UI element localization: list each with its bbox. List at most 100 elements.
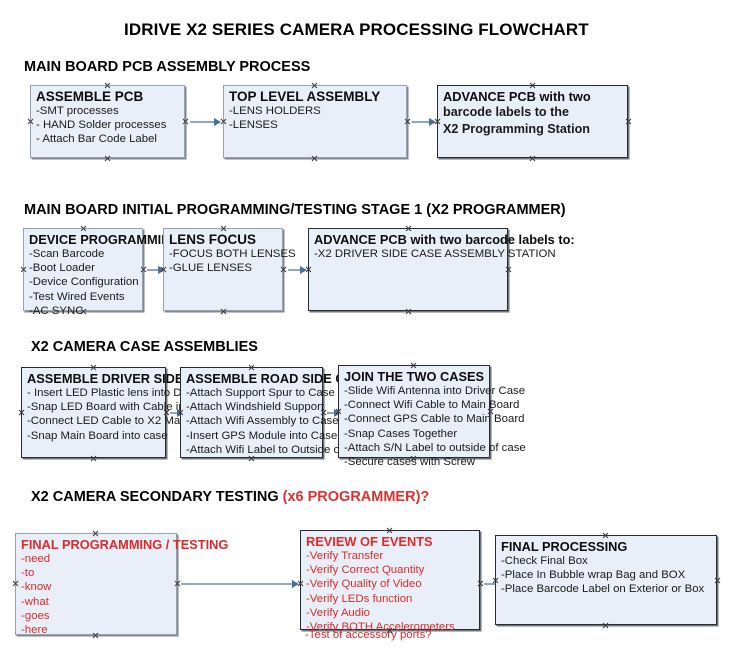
list-item: -Attach Wifi Label to Outside of Case — [186, 443, 373, 456]
list-item: -goes — [21, 609, 50, 622]
arrow-head-icon — [300, 265, 307, 274]
list-item: -GLUE LENSES — [169, 262, 252, 275]
list-item: -Secure cases with Screw — [344, 456, 476, 469]
connector-line — [170, 412, 179, 414]
list-item: -LENS HOLDERS — [229, 105, 321, 117]
section-heading-main-board-pcb-assembly: MAIN BOARD PCB ASSEMBLY PROCESS — [24, 59, 310, 75]
section-heading-suffix: (x6 PROGRAMMER)? — [282, 489, 430, 505]
list-item: -Verify Quality of Video — [306, 578, 422, 591]
list-item: -Test Wired Events — [29, 290, 125, 303]
flow-box-items: - Insert LED Plastic lens into Driver Ca… — [27, 386, 234, 443]
list-item: -Scan Barcode — [29, 248, 105, 260]
flow-box-advance-pcb-to-driver-side-case[interactable]: ADVANCE PCB with two barcode labels to: … — [308, 228, 575, 311]
flow-box-header: ADVANCE PCB with two — [443, 89, 591, 104]
page-title: IDRIVE X2 SERIES CAMERA PROCESSING FLOWC… — [124, 20, 589, 39]
flow-box-header: DEVICE PROGRAMMING — [29, 232, 181, 247]
flow-box-items: -X2 DRIVER SIDE CASE ASSEMBLY STATION — [314, 247, 556, 261]
flow-box-items: -Scan Barcode -Boot Loader -Device Confi… — [29, 247, 139, 318]
connector-line — [412, 121, 430, 123]
list-item: -Insert GPS Module into Case — [186, 429, 338, 442]
list-item: - Insert LED Plastic lens into Driver Ca… — [27, 387, 234, 399]
list-item: -Connect Wifi Cable to Main Board — [344, 399, 520, 412]
list-item: -Boot Loader — [29, 262, 95, 275]
connector-line — [288, 269, 302, 271]
connector-line — [327, 412, 337, 414]
list-item: -Device Configuration — [29, 276, 139, 289]
list-item: -Check Final Box — [501, 555, 588, 567]
list-item: -Attach Support Spur to Case — [186, 387, 335, 399]
list-item: -here — [21, 624, 48, 637]
flow-box-header: REVIEW OF EVENTS — [306, 534, 433, 549]
flow-box-items: -Verify Transfer -Verify Correct Quantit… — [306, 549, 475, 634]
flow-box-items: -need -to -know -what -goes -here — [21, 552, 172, 637]
flow-box-top-level-assembly[interactable]: TOP LEVEL ASSEMBLY -LENS HOLDERS -LENSES — [223, 85, 407, 158]
list-item: -Verify Correct Quantity — [306, 564, 425, 577]
list-item: -Snap LED Board with Cable into Case — [27, 401, 224, 414]
section-heading-text: X2 CAMERA CASE ASSEMBLIES — [31, 339, 258, 355]
arrow-head-icon — [334, 408, 341, 417]
flow-box-assemble-pcb[interactable]: ASSEMBLE PCB -SMT processes - HAND Solde… — [30, 85, 185, 158]
list-item: -Verify BOTH Accelerometers — [306, 621, 455, 634]
section-heading-main-board-initial-programming: MAIN BOARD INITIAL PROGRAMMING/TESTING S… — [24, 202, 566, 218]
flow-box-review-of-events[interactable]: REVIEW OF EVENTS -Verify Transfer -Verif… — [300, 530, 480, 633]
flow-box-assemble-road-side-case[interactable]: ASSEMBLE ROAD SIDE CASE -Attach Support … — [180, 367, 373, 458]
flow-box-header: FINAL PROCESSING — [501, 539, 628, 554]
section-heading-text: X2 CAMERA SECONDARY TESTING — [31, 489, 283, 505]
arrow-head-icon — [429, 117, 436, 126]
flow-box-items: -SMT processes - HAND Solder processes -… — [36, 104, 180, 147]
list-item: - Attach Bar Code Label — [36, 133, 157, 146]
list-item: -Place In Bubble wrap Bag and BOX — [501, 569, 686, 582]
connector-line — [181, 583, 294, 585]
connector-line — [190, 121, 216, 123]
list-item: -SMT processes — [36, 105, 119, 117]
flow-box-final-processing[interactable]: FINAL PROCESSING -Check Final Box -Place… — [495, 535, 717, 625]
section-heading-text: MAIN BOARD PCB ASSEMBLY PROCESS — [24, 59, 311, 75]
list-item: -Connect GPS Cable to Main Board — [344, 413, 525, 426]
arrow-head-icon — [292, 579, 299, 588]
flow-box-items: -Slide Wifi Antenna into Driver Case -Co… — [344, 384, 526, 469]
list-item: -know — [21, 581, 52, 594]
flow-box-device-programming[interactable]: DEVICE PROGRAMMING -Scan Barcode -Boot L… — [23, 228, 181, 317]
list-item: -need — [21, 553, 51, 565]
flow-box-items: -LENS HOLDERS -LENSES — [229, 104, 402, 132]
flow-box-header: ASSEMBLE ROAD SIDE CASE — [186, 371, 371, 386]
flow-box-header: FINAL PROGRAMMING / TESTING — [21, 537, 229, 552]
flow-box-header: LENS FOCUS — [169, 232, 257, 247]
flow-box-lens-focus[interactable]: LENS FOCUS -FOCUS BOTH LENSES -GLUE LENS… — [163, 228, 296, 311]
list-item: -Attach Wifi Assembly to Case — [186, 415, 339, 428]
list-item: barcode labels to the — [443, 105, 569, 119]
list-item: -Verify LEDs function — [306, 592, 413, 605]
flow-box-assemble-driver-side-case[interactable]: ASSEMBLE DRIVER SIDE CASE - Insert LED P… — [21, 367, 234, 458]
flow-box-items: -Attach Support Spur to Case -Attach Win… — [186, 386, 373, 457]
list-item: X2 Programming Station — [443, 121, 590, 136]
flow-box-items: -FOCUS BOTH LENSES -GLUE LENSES — [169, 247, 296, 275]
arrow-head-icon — [158, 265, 165, 274]
section-heading-text: MAIN BOARD INITIAL PROGRAMMING/TESTING S… — [24, 202, 566, 218]
flow-box-final-programming-testing[interactable]: FINAL PROGRAMMING / TESTING -need -to -k… — [15, 533, 229, 637]
list-item: - HAND Solder processes — [36, 119, 167, 132]
flow-box-join-the-two-cases[interactable]: JOIN THE TWO CASES -Slide Wifi Antenna i… — [338, 365, 526, 468]
section-heading-x2-camera-secondary-testing: X2 CAMERA SECONDARY TESTING (x6 PROGRAMM… — [31, 489, 429, 505]
list-item: -LENSES — [229, 119, 278, 132]
list-item: -to — [21, 567, 35, 580]
list-item: -Attach Windshield Support — [186, 401, 325, 414]
arrow-head-icon — [214, 117, 221, 126]
flow-box-items: barcode labels to the X2 Programming Sta… — [443, 104, 623, 137]
list-item: -Snap Cases Together — [344, 427, 458, 440]
overflow-list-item: -Test of accessory ports? — [305, 629, 432, 641]
list-item: -Slide Wifi Antenna into Driver Case — [344, 385, 526, 397]
list-item: -Attach S/N Label to outside of case — [344, 441, 526, 454]
list-item: -what — [21, 595, 49, 608]
section-heading-x2-camera-case-assemblies: X2 CAMERA CASE ASSEMBLIES — [31, 339, 258, 355]
flow-box-header: JOIN THE TWO CASES — [344, 369, 485, 384]
flow-box-advance-pcb-to-x2-programming-station[interactable]: ADVANCE PCB with two barcode labels to t… — [437, 85, 628, 158]
list-item: -Verify Transfer — [306, 550, 384, 562]
flow-box-header: ASSEMBLE PCB — [36, 89, 144, 104]
flow-box-header: ADVANCE PCB with two barcode labels to: — [314, 232, 575, 247]
list-item: -Snap Main Board into case — [27, 429, 168, 442]
flow-box-header: ASSEMBLE DRIVER SIDE CASE — [27, 371, 223, 386]
flow-box-header: TOP LEVEL ASSEMBLY — [229, 89, 381, 104]
list-item: -Verify Audio — [306, 606, 370, 619]
list-item: -Connect LED Cable to X2 Main Board — [27, 415, 223, 428]
